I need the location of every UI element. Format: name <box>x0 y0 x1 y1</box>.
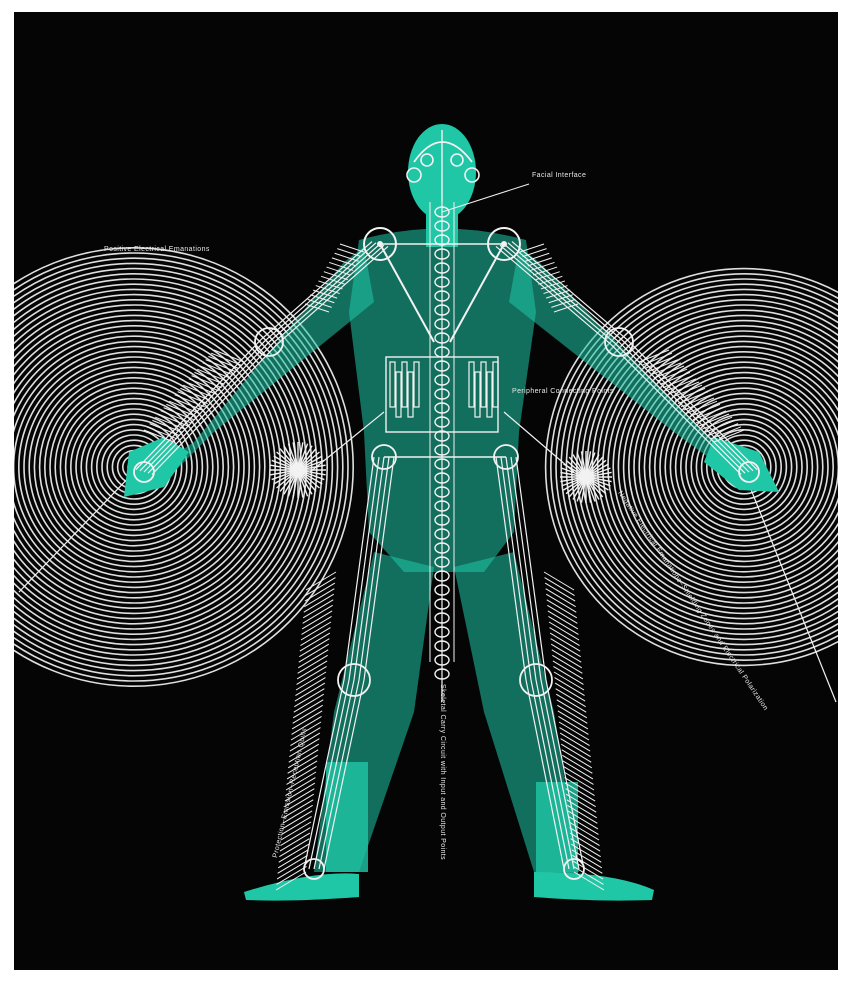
artwork-canvas: Facial Interface Positive Electrical Ema… <box>14 12 838 970</box>
label-positive-emanations: Positive Electrical Emanations <box>104 246 210 253</box>
label-skeletal-circuit: Skeletal Carry Circuit with Input and Ou… <box>439 684 446 860</box>
left-foot-shape <box>244 873 359 900</box>
label-peripheral-points: Peripheral Connecting Points <box>512 388 614 395</box>
left-forearm-quills <box>144 350 244 442</box>
label-facial-interface: Facial Interface <box>532 172 586 179</box>
left-spiral-axis <box>19 472 134 592</box>
right-arm-wire <box>619 342 749 472</box>
electrical-body-diagram <box>14 12 838 970</box>
left-shin-shape <box>326 762 368 872</box>
right-starburst <box>560 451 612 503</box>
right-shin-shape <box>536 782 578 877</box>
